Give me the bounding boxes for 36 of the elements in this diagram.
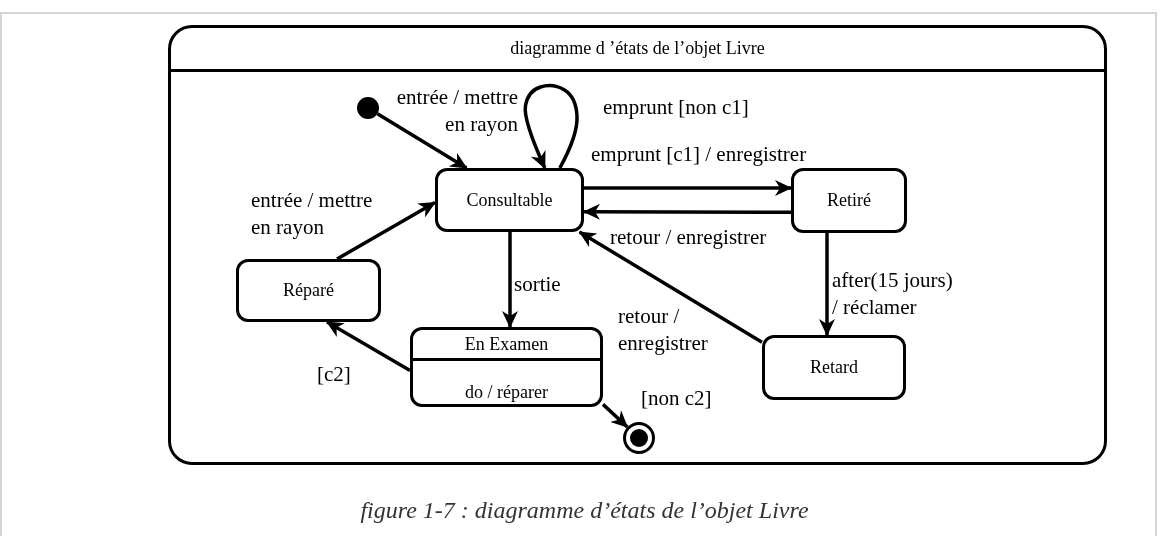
edge-label: [c2] — [317, 361, 351, 388]
state-activity: do / réparer — [465, 381, 548, 404]
state-box — [236, 259, 381, 322]
edge-label: [non c2] — [641, 385, 712, 412]
state-name: En Examen — [464, 332, 549, 356]
transition-arrow — [584, 180, 792, 196]
edge-label: emprunt [non c1] — [603, 94, 749, 121]
state-box — [435, 168, 584, 232]
final-state — [623, 422, 655, 454]
state-box — [762, 335, 906, 400]
transition-arrow — [819, 233, 835, 336]
state-name: Retard — [810, 356, 858, 379]
initial-state — [357, 97, 379, 119]
edge-label: emprunt [c1] / enregistrer — [591, 141, 807, 168]
edge-label: retour / enregistrer — [610, 224, 767, 251]
edge-label: sortie — [514, 271, 561, 298]
figure-caption: figure 1-7 : diagramme d’états de l’objet Livre — [360, 496, 809, 525]
transition-arrow — [502, 232, 518, 328]
edge-label: entrée / mettre en rayon — [395, 84, 518, 138]
transition-arrow — [523, 83, 579, 169]
state-name: Retiré — [827, 189, 871, 212]
state-box — [410, 327, 603, 407]
transition-arrow — [601, 403, 629, 429]
edge-label: retour / enregistrer — [618, 303, 709, 357]
state-box — [791, 168, 907, 233]
transition-arrow — [326, 320, 411, 372]
edge-label: after(15 jours) / réclamer — [832, 267, 954, 321]
state-name: Consultable — [466, 188, 553, 212]
transition-arrow — [578, 230, 763, 344]
state-name: Réparé — [283, 279, 334, 302]
transition-arrow — [376, 112, 468, 170]
transition-arrow — [583, 203, 791, 220]
transition-arrow — [336, 201, 436, 261]
frame-title: diagramme d ’états de l’objet Livre — [510, 37, 765, 60]
state-diagram-frame — [168, 25, 1107, 465]
edge-label: entrée / mettre en rayon — [251, 187, 374, 241]
